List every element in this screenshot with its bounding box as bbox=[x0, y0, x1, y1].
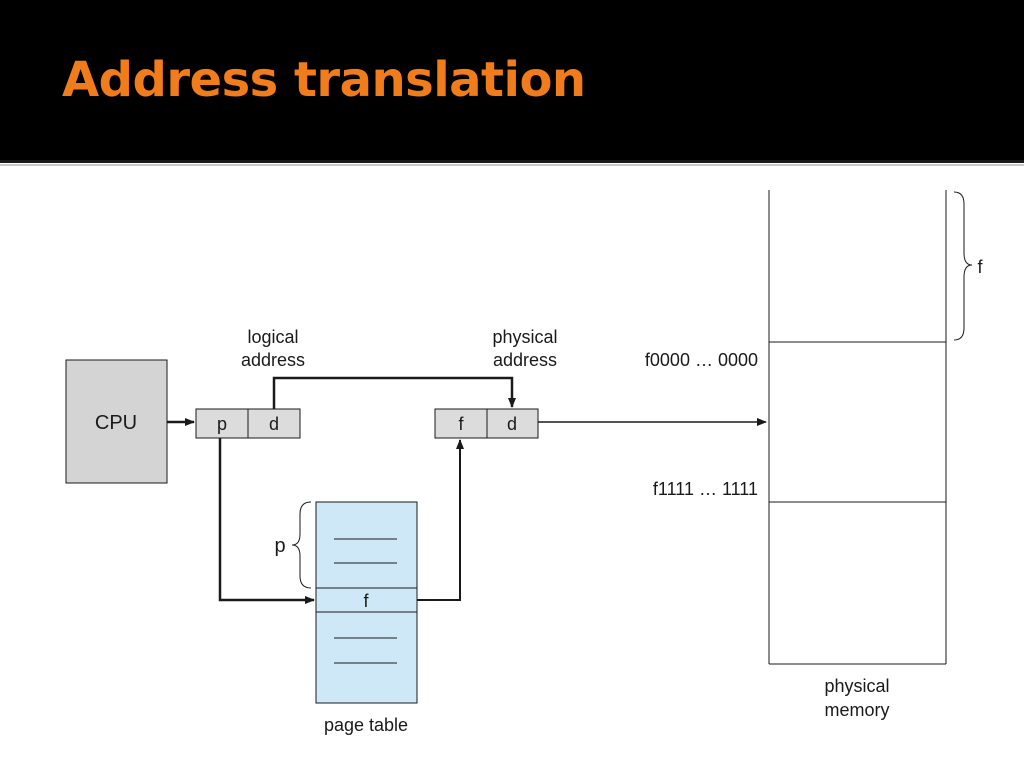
physical-memory-label-line1: physical bbox=[824, 676, 889, 696]
page-table: f bbox=[315, 501, 418, 704]
page-table-label: page table bbox=[324, 715, 408, 735]
page-number-lookup-arrow bbox=[218, 438, 315, 604]
page-table-entry-label: f bbox=[363, 591, 369, 611]
logical-address-label-line1: logical bbox=[247, 327, 298, 347]
physical-memory-label-line2: memory bbox=[824, 700, 889, 720]
page-offset-brace bbox=[291, 501, 312, 589]
physical-d-field bbox=[486, 408, 539, 439]
physical-address-register: f d bbox=[434, 408, 539, 439]
logical-p-field bbox=[195, 408, 249, 439]
cpu: CPU bbox=[65, 359, 168, 484]
offset-copy-arrow bbox=[272, 376, 516, 409]
physical-f-field bbox=[434, 408, 488, 439]
cpu-label: CPU bbox=[95, 412, 137, 434]
title-divider bbox=[0, 160, 1024, 163]
physical-address-label-line2: address bbox=[493, 350, 557, 370]
slide-title: Address translation bbox=[62, 52, 586, 108]
frame-start-address: f0000 … 0000 bbox=[645, 350, 758, 370]
page-table-box bbox=[315, 501, 418, 704]
frame-brace-label: f bbox=[977, 257, 983, 277]
physical-f-label: f bbox=[458, 414, 464, 434]
physical-d-label: d bbox=[507, 414, 517, 434]
logical-d-label: d bbox=[269, 414, 279, 434]
frame-number-arrow bbox=[417, 439, 464, 601]
page-brace-label: p bbox=[274, 535, 285, 557]
title-divider-shadow bbox=[0, 164, 1024, 166]
title-bar: Address translation bbox=[0, 0, 1024, 160]
logical-address-register: p d bbox=[195, 408, 301, 439]
physical-memory bbox=[768, 190, 947, 665]
logical-p-label: p bbox=[217, 414, 227, 434]
physical-address-label-line1: physical bbox=[492, 327, 557, 347]
logical-address-label-line2: address bbox=[241, 350, 305, 370]
frame-end-address: f1111 … 1111 bbox=[653, 479, 758, 499]
frame-size-brace bbox=[953, 191, 973, 341]
